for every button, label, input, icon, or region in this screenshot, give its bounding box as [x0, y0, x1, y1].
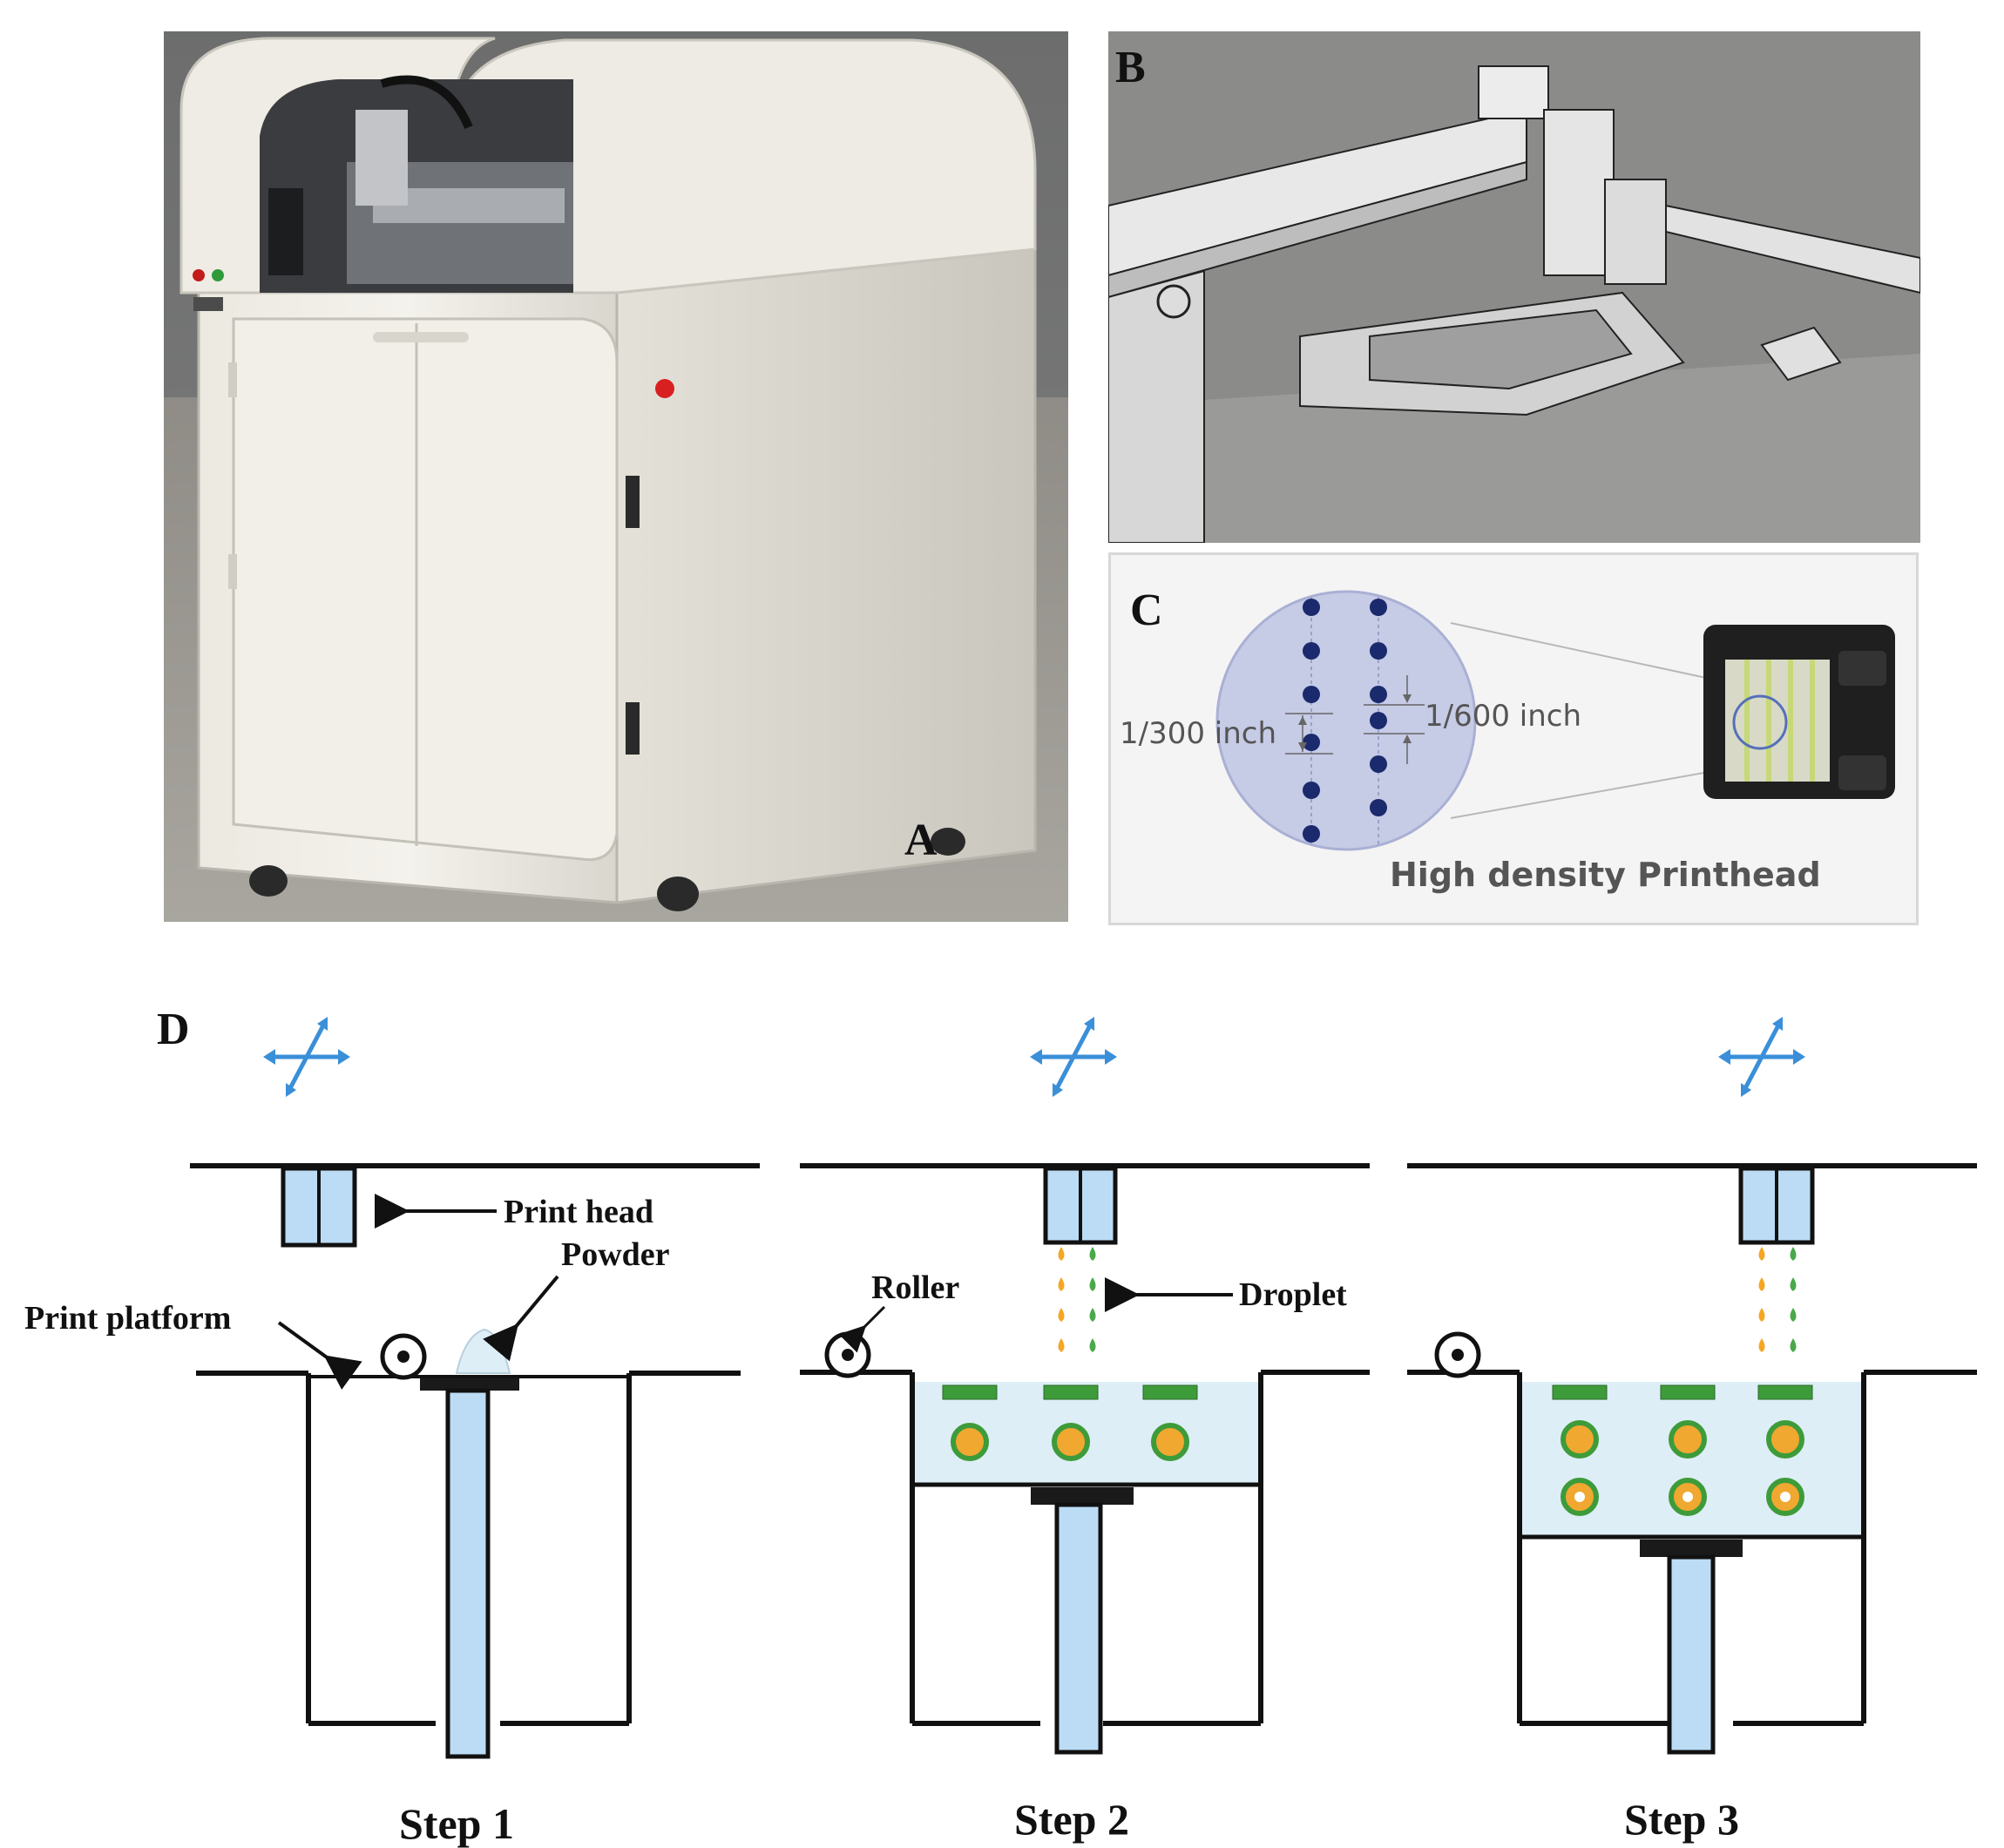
panel-b-letter: B: [1115, 43, 1146, 92]
binder-jetting-steps-diagram: D Print head Powder Print platform: [24, 1005, 1977, 1848]
particle: [1052, 1423, 1090, 1461]
panel-b-cad-render: B: [1108, 31, 1920, 543]
step-1-label: Step 1: [399, 1799, 514, 1848]
four-way-move-arrow-icon: [1718, 1017, 1805, 1097]
left-spacing-label: 1/300 inch: [1120, 716, 1276, 751]
nozzle-dot: [1370, 755, 1387, 773]
droplet: [1758, 1247, 1765, 1261]
cad-gantry-illustration: B: [1108, 31, 1920, 543]
binder-film: [1043, 1384, 1099, 1400]
nozzle-dot: [1303, 599, 1320, 616]
panel-a-letter: A: [904, 816, 938, 865]
nozzle-dot: [1303, 734, 1320, 751]
droplet: [1758, 1338, 1765, 1352]
right-spacing-label: 1/600 inch: [1425, 699, 1581, 734]
particle: [951, 1423, 989, 1461]
print-platform-label: Print platform: [24, 1300, 231, 1337]
panel-d-letter: D: [157, 1005, 190, 1054]
step-1-diagram: Print head Powder Print platform Step 1: [24, 1017, 760, 1848]
binder-film-segments: [942, 1384, 1198, 1400]
particle: [1151, 1423, 1189, 1461]
particle-core: [1682, 1492, 1693, 1502]
droplet: [1089, 1277, 1096, 1291]
droplet: [1089, 1338, 1096, 1352]
bound-particles: [1561, 1420, 1804, 1459]
step-2-diagram: Roller Droplet Step 2: [800, 1017, 1370, 1844]
binder-film: [1552, 1384, 1608, 1400]
droplet: [1058, 1277, 1065, 1291]
particle-core: [1574, 1492, 1585, 1502]
binder-film: [1660, 1384, 1716, 1400]
roller-label: Roller: [871, 1269, 959, 1306]
droplet-stream: [1758, 1247, 1797, 1352]
droplet: [1790, 1247, 1797, 1261]
nozzle-dot: [1303, 642, 1320, 660]
droplet: [1758, 1277, 1765, 1291]
four-way-move-arrow-icon: [263, 1017, 350, 1097]
step-3-label: Step 3: [1624, 1795, 1739, 1844]
panel-c-letter: C: [1130, 586, 1163, 635]
droplet: [1790, 1277, 1797, 1291]
nozzle-dot: [1370, 599, 1387, 616]
printhead-icon: [1703, 625, 1895, 799]
step-2-label: Step 2: [1014, 1795, 1129, 1844]
particle: [1766, 1420, 1804, 1459]
droplet: [1089, 1308, 1096, 1322]
roller-icon: [1437, 1334, 1479, 1376]
binder-film: [1142, 1384, 1198, 1400]
droplet: [1058, 1247, 1065, 1261]
nozzle-dot: [1370, 686, 1387, 703]
droplet: [1058, 1308, 1065, 1322]
four-way-move-arrow-icon: [1030, 1017, 1117, 1097]
roller-icon: [383, 1336, 424, 1378]
particle-core: [1780, 1492, 1791, 1502]
printhead-caption: High density Printhead: [1390, 856, 1821, 894]
bound-particles-lower: [1561, 1478, 1804, 1516]
powder-pile: [455, 1328, 511, 1374]
droplet-stream: [1058, 1247, 1096, 1352]
nozzle-dot: [1303, 782, 1320, 799]
droplet: [1089, 1247, 1096, 1261]
droplet-label: Droplet: [1239, 1276, 1347, 1313]
binder-film: [942, 1384, 998, 1400]
panel-c-printhead-detail: 1/300 inch 1/600 inch High density Print…: [1108, 552, 1919, 925]
nozzle-dot: [1370, 799, 1387, 816]
droplet: [1058, 1338, 1065, 1352]
powder-label: Powder: [561, 1236, 670, 1273]
roller-icon: [827, 1334, 869, 1376]
bound-particles: [951, 1423, 1189, 1461]
panel-d-process-diagram: D Print head Powder Print platform: [0, 976, 2004, 1848]
binder-film: [1757, 1384, 1813, 1400]
print-head-label: Print head: [504, 1194, 653, 1230]
nozzle-dots: [1303, 599, 1387, 843]
binder-film-segments: [1552, 1384, 1813, 1400]
nozzle-dot: [1370, 642, 1387, 660]
nozzle-dot: [1370, 712, 1387, 729]
nozzle-dot: [1303, 825, 1320, 843]
printhead-magnifier-diagram: 1/300 inch 1/600 inch High density Print…: [1120, 586, 1895, 894]
step-3-diagram: Step 3: [1407, 1017, 1977, 1844]
droplet: [1758, 1308, 1765, 1322]
particle: [1669, 1420, 1707, 1459]
droplet: [1790, 1308, 1797, 1322]
magnifier-circle: [1215, 590, 1477, 851]
panel-a-photo: A: [164, 31, 1068, 922]
nozzle-dot: [1303, 686, 1320, 703]
particle: [1561, 1420, 1599, 1459]
printer-machine-illustration: A: [164, 31, 1068, 922]
droplet: [1790, 1338, 1797, 1352]
